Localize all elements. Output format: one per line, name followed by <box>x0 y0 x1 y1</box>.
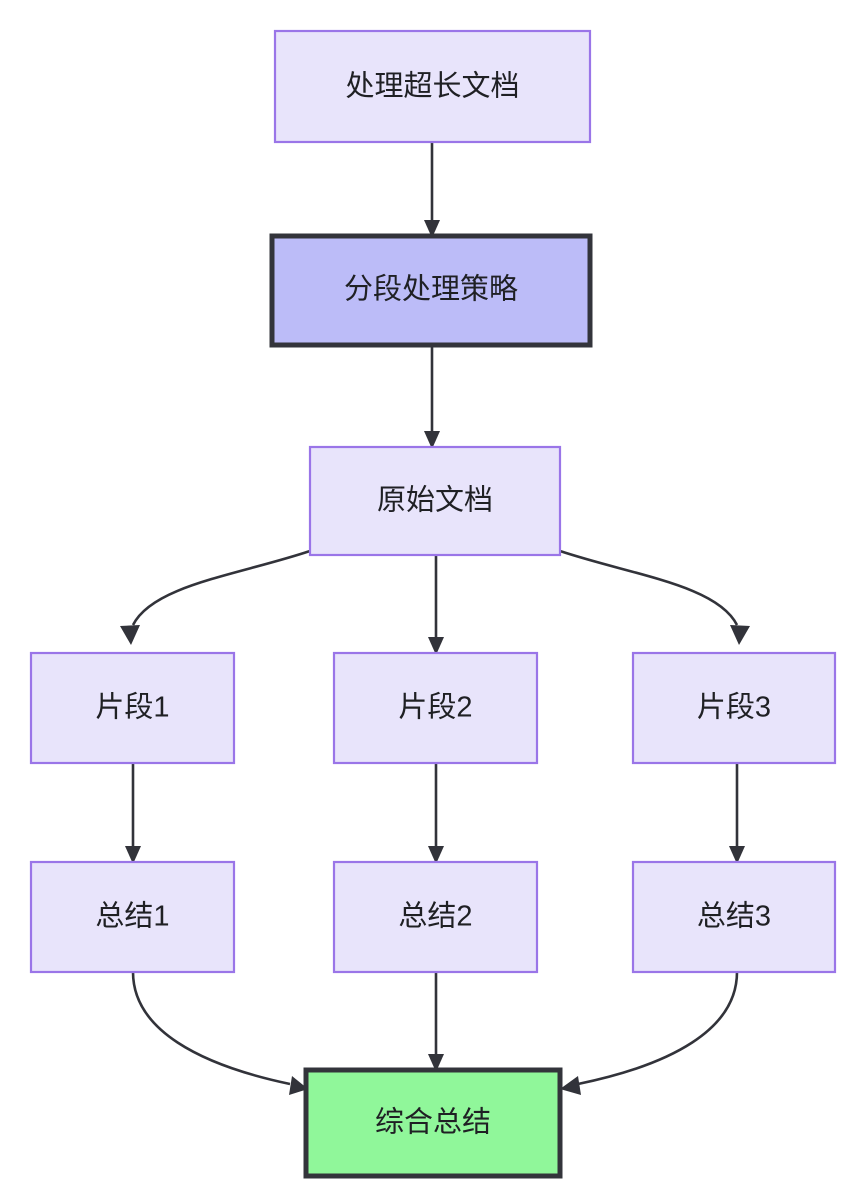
node-summary-2[interactable]: 总结2 <box>332 860 539 974</box>
node-shape <box>332 860 539 974</box>
edge-doc-to-strategy <box>424 142 440 238</box>
node-shape <box>631 651 837 765</box>
node-label: 综合总结 <box>375 1106 491 1139</box>
node-label: 总结2 <box>398 900 472 933</box>
node-label: 总结1 <box>95 900 169 933</box>
edge-line <box>577 971 739 1086</box>
edge-sum1-to-final <box>131 971 308 1095</box>
node-shape <box>308 445 562 557</box>
node-chunk-3[interactable]: 片段3 <box>631 651 837 765</box>
arrowhead-icon <box>289 1076 308 1095</box>
node-summary-1[interactable]: 总结1 <box>29 860 236 974</box>
edge-line <box>131 549 311 626</box>
node-layer: 处理超长文档 分段处理策略 原始文档 片段1 片段2 片段3 总结1 <box>29 29 837 1179</box>
arrowhead-icon <box>730 625 750 645</box>
node-chunking-strategy[interactable]: 分段处理策略 <box>269 233 593 348</box>
node-shape <box>269 233 593 348</box>
node-chunk-1[interactable]: 片段1 <box>29 651 236 765</box>
arrowhead-icon <box>428 846 444 864</box>
node-summary-3[interactable]: 总结3 <box>631 860 837 974</box>
node-source-document[interactable]: 原始文档 <box>308 445 562 557</box>
edge-chunk1-to-sum1 <box>125 763 141 864</box>
edge-chunk2-to-sum2 <box>428 763 444 864</box>
arrowhead-icon <box>729 846 745 864</box>
arrowhead-icon <box>428 1054 444 1072</box>
arrowhead-icon <box>125 846 141 864</box>
edge-source-to-chunk3 <box>559 549 750 645</box>
edge-source-to-chunk1 <box>120 549 311 645</box>
arrowhead-icon <box>428 637 444 655</box>
node-chunk-2[interactable]: 片段2 <box>332 651 539 765</box>
edge-source-to-chunk2 <box>428 555 444 655</box>
node-label: 片段3 <box>697 691 771 724</box>
edge-sum2-to-final <box>428 972 444 1072</box>
node-label: 分段处理策略 <box>344 273 518 306</box>
node-shape <box>631 860 837 974</box>
edge-strategy-to-source <box>424 347 440 449</box>
node-label: 片段2 <box>398 691 472 724</box>
node-final-summary[interactable]: 综合总结 <box>303 1067 563 1179</box>
edge-line <box>559 549 739 626</box>
arrowhead-icon <box>424 220 440 238</box>
node-label: 处理超长文档 <box>345 70 519 103</box>
node-label: 片段1 <box>95 691 169 724</box>
edge-line <box>131 971 291 1086</box>
node-label: 原始文档 <box>377 484 493 517</box>
node-label: 总结3 <box>697 900 771 933</box>
node-shape <box>332 651 539 765</box>
arrowhead-icon <box>120 625 140 645</box>
node-shape <box>29 860 236 974</box>
edge-sum3-to-final <box>560 971 739 1095</box>
node-shape <box>273 29 592 144</box>
edge-chunk3-to-sum3 <box>729 763 745 864</box>
node-shape <box>303 1067 563 1179</box>
arrowhead-icon <box>424 431 440 449</box>
node-shape <box>29 651 236 765</box>
node-process-long-document[interactable]: 处理超长文档 <box>273 29 592 144</box>
edge-layer <box>120 142 750 1095</box>
arrowhead-icon <box>560 1076 581 1095</box>
